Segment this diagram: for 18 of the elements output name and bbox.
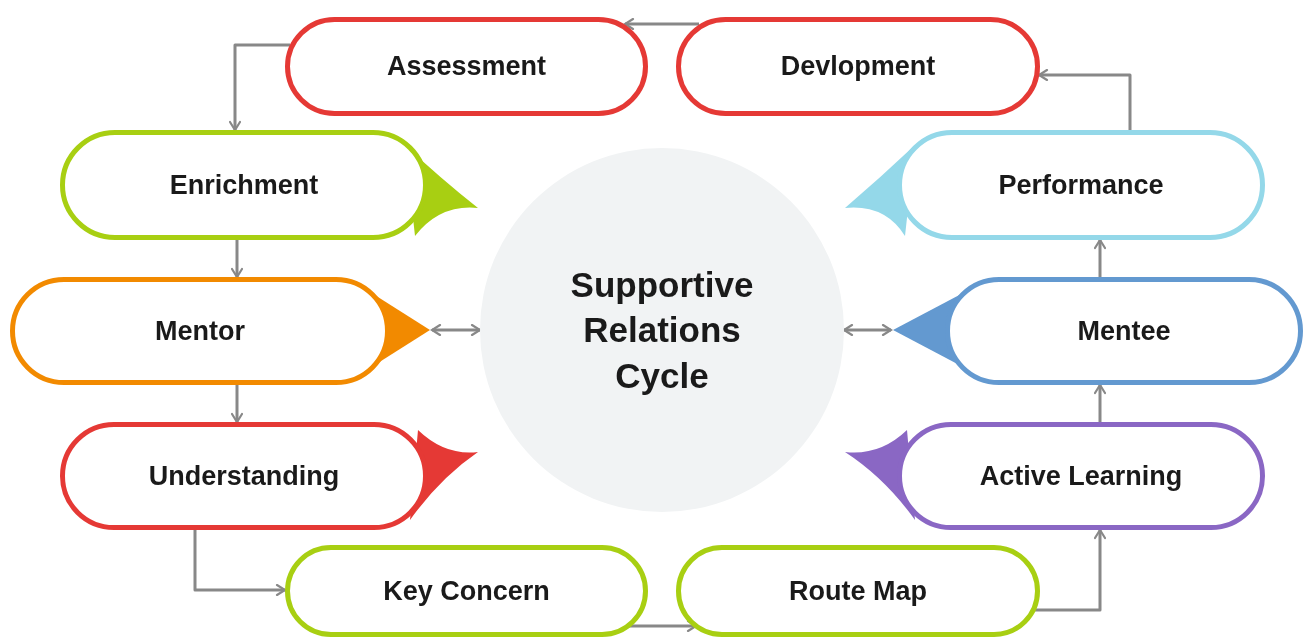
node-label: Enrichment — [169, 169, 319, 201]
arrow — [430, 323, 482, 337]
arrow — [1093, 238, 1107, 277]
arrow — [230, 385, 244, 424]
node-label: Mentee — [1077, 315, 1171, 347]
arrow — [1093, 383, 1107, 422]
node-label: Performance — [998, 169, 1164, 201]
node-label: Devlopment — [780, 51, 936, 82]
center-title: Supportive Relations Cycle — [569, 263, 755, 397]
arrow — [193, 530, 287, 597]
node-label: Route Map — [789, 575, 927, 607]
node-label: Assessment — [386, 51, 547, 82]
node-label: Mentor — [155, 315, 245, 347]
arrow — [842, 323, 893, 337]
arrow — [230, 240, 244, 279]
node-label: Active Learning — [979, 460, 1183, 492]
node-label: Understanding — [148, 460, 340, 492]
node-label: Key Concern — [383, 575, 550, 607]
